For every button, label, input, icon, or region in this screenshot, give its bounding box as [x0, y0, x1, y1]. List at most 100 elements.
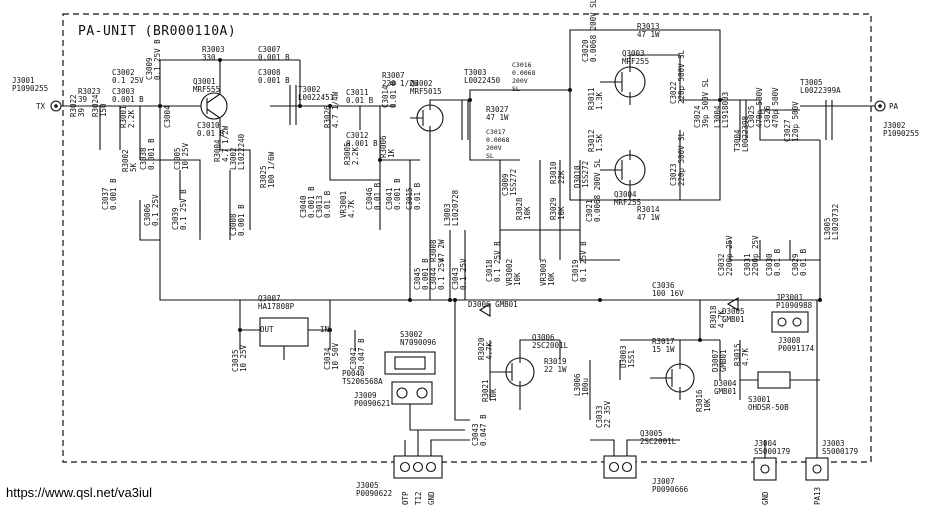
label-c3030: C30300.01 B: [765, 248, 782, 276]
label-c3022: C3022220p 500V SL: [669, 49, 686, 104]
label-t12: T12: [414, 491, 423, 505]
label-vr3001: VR30014.7K: [339, 191, 356, 218]
label-c3018: C30180.1 25V B: [485, 241, 502, 282]
label-c3027: C3027120p 500V: [783, 101, 800, 142]
label-r3016: R301610K: [695, 389, 712, 412]
label-r3011: R30111.3K: [587, 87, 604, 110]
label-c3043: C30430.1 25V: [451, 258, 468, 290]
label-r3002: R30025K: [121, 149, 138, 172]
label-c3029: C30290.01 B: [791, 248, 808, 276]
label-c3020: C30200.0068 200V SL: [581, 0, 598, 62]
label-l3002: L3002L1022240: [229, 133, 246, 170]
label-r3021: R302110K: [481, 379, 498, 402]
board-title: PA-UNIT (BR000110A): [78, 24, 236, 39]
label-c3021: C30210.0068 200V SL: [585, 158, 602, 222]
label-vr3003: VR300310K: [539, 259, 556, 286]
label-pa: PA: [889, 102, 899, 111]
label-c3042: C30420.047 B: [349, 338, 366, 370]
label-c3037: C30370.001 B: [101, 178, 118, 210]
label-r3001: R30012.2K: [119, 105, 136, 128]
label-l3004: L3004L1918003: [713, 92, 730, 128]
label-c3009b: C30091SS272: [501, 169, 518, 196]
label-out: OUT: [260, 325, 274, 334]
label-c3013: C30130.01 B: [315, 190, 332, 218]
label-c3025: C3025470p 500V: [747, 87, 764, 128]
label-c3040: C30400.001 B: [299, 186, 316, 218]
label-c3033: C303322 35V: [595, 400, 612, 428]
label-otp: OTP: [401, 491, 410, 505]
label-l3005: L3005L1020732: [823, 204, 840, 240]
wiring: [50, 29, 886, 481]
label-c3005: C300510 25V: [173, 142, 190, 170]
label-gnd1: GND: [427, 491, 436, 505]
label-c3004: C3004: [163, 105, 172, 128]
label-d3006: D3006 GMB01: [468, 300, 518, 309]
label-c3045: C30450.001 B: [413, 258, 430, 290]
label-c3024: C302439p 500V SL: [693, 78, 710, 128]
label-c3044: C30440.1 25V: [429, 258, 446, 290]
label-c3035: C303510 25V: [231, 344, 248, 372]
label-c3043b: C30430.047 B: [471, 414, 488, 446]
label-r3024: R3024150: [91, 94, 108, 117]
label-c3014: C30140.01 B: [381, 80, 398, 108]
label-r3015: R30154.7K: [733, 343, 750, 366]
label-gnd2: GND: [761, 491, 770, 505]
label-l3006: L3006100u: [573, 373, 590, 396]
label-c3009: C30090.1 25V B: [145, 39, 162, 80]
label-c3041: C30410.001 B: [385, 178, 402, 210]
label-c3026: C3026470p 500V: [763, 87, 780, 128]
label-r3028: R302810K: [515, 197, 532, 220]
label-t3004: T3004L0022398: [733, 115, 750, 152]
label-r3012: R30121.5K: [587, 129, 604, 152]
label-c3031: C30312200p 25V: [743, 235, 760, 276]
label-r3006: R30061K: [379, 135, 396, 158]
label-vr3002: VR300210K: [505, 259, 522, 286]
label-r3029: R302910K: [549, 197, 566, 220]
source-url: https://www.qsl.net/va3iul: [6, 485, 152, 500]
label-r3026: R30264.7 1/4W: [323, 91, 340, 128]
label-r3005: R30052.2K: [343, 142, 360, 165]
label-in: IN: [320, 325, 329, 334]
label-pa13: PA13: [813, 487, 822, 505]
label-d3010: D30101SS272: [573, 161, 590, 188]
label-l3003: L3003L1020728: [443, 189, 460, 226]
label-c3032: C30322200p 25V: [717, 235, 734, 276]
label-r3020: R30204.7K: [477, 337, 494, 360]
